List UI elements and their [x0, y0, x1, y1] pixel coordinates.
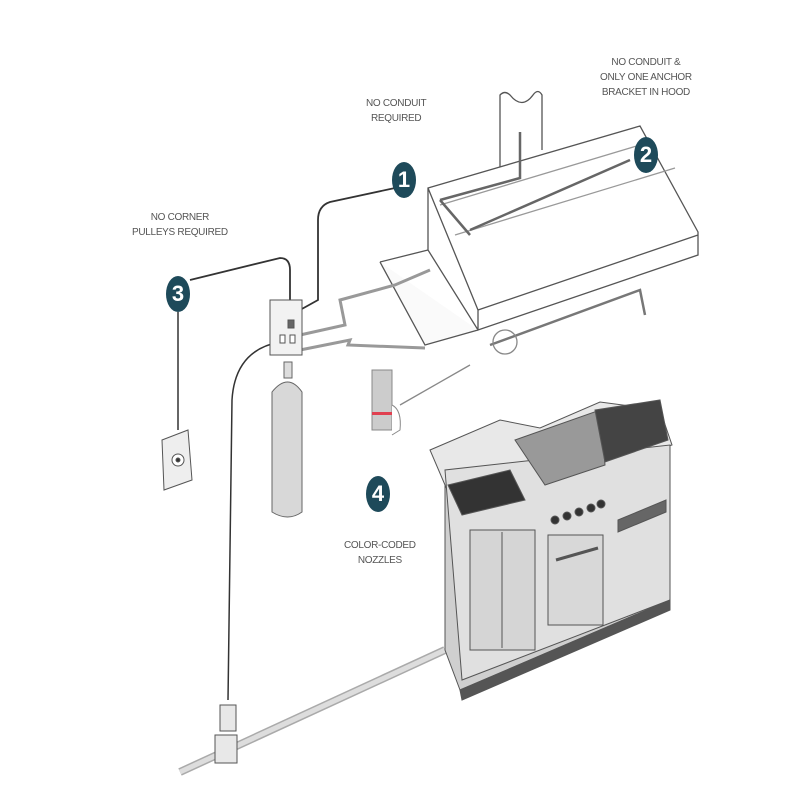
label-line: NO CONDUIT	[366, 98, 427, 109]
callout-badge-3: 3	[166, 276, 190, 312]
callout-badge-4: 4	[366, 476, 390, 512]
control-box	[269, 299, 303, 356]
label-line: BRACKET IN HOOD	[601, 87, 690, 98]
callout-badge-1: 1	[392, 162, 416, 198]
cooking-appliances	[429, 399, 673, 701]
label-line: ONLY ONE ANCHOR	[600, 72, 692, 83]
cable-1	[299, 187, 396, 311]
callout-label-3: NO CORNER PULLEYS REQUIRED	[132, 210, 228, 240]
label-line: COLOR-CODED	[344, 540, 416, 551]
callout-label-1: NO CONDUIT REQUIRED	[366, 96, 427, 126]
exhaust-duct	[499, 90, 543, 170]
agent-cylinder	[271, 361, 303, 518]
detection-line	[439, 132, 631, 236]
cable-3	[189, 257, 291, 300]
label-line: NO CONDUIT &	[611, 57, 681, 68]
gas-valve	[214, 704, 238, 764]
callout-label-2: NO CONDUIT & ONLY ONE ANCHOR BRACKET IN …	[600, 55, 692, 100]
callout-badge-2: 2	[634, 137, 658, 173]
kitchen-hood	[427, 125, 699, 331]
label-line: NO CORNER	[150, 212, 210, 223]
agent-pipe	[299, 268, 431, 352]
nozzle	[371, 369, 401, 436]
label-line: REQUIRED	[370, 113, 422, 124]
label-line: PULLEYS REQUIRED	[132, 227, 228, 238]
label-line: NOZZLES	[357, 555, 402, 566]
callout-label-4: COLOR-CODED NOZZLES	[344, 538, 416, 568]
manual-pull-station	[161, 429, 193, 491]
